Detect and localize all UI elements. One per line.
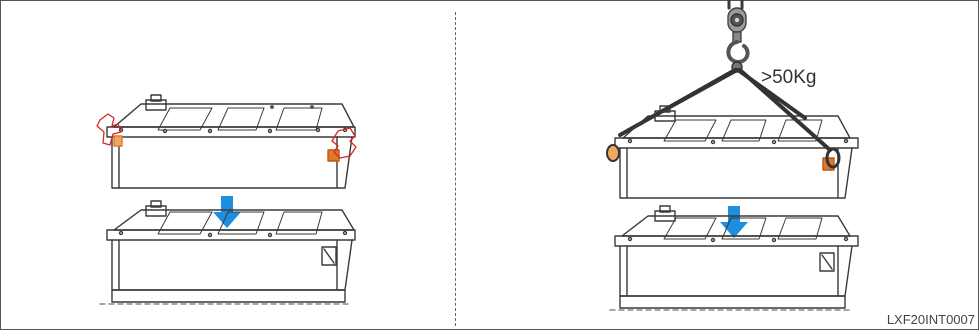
handle-left [606, 144, 620, 162]
hand-icon [331, 127, 357, 159]
left-panel [96, 94, 357, 305]
battery-module-upper-right [606, 105, 859, 199]
hand-icon [96, 113, 122, 146]
crane-hook-icon [726, 0, 750, 73]
battery-module-lower-right [609, 205, 859, 311]
figure-code: LXF20INT0007 [886, 312, 975, 327]
right-panel [606, 0, 859, 311]
down-arrow-icon [720, 206, 748, 238]
battery-module-upper-left [106, 94, 356, 189]
handle-left [113, 135, 123, 147]
weight-label: >50Kg [761, 67, 817, 88]
down-arrow-icon [213, 196, 241, 228]
handle-right [327, 149, 340, 162]
battery-module-lower-left [99, 200, 356, 305]
panel-divider [455, 12, 456, 326]
